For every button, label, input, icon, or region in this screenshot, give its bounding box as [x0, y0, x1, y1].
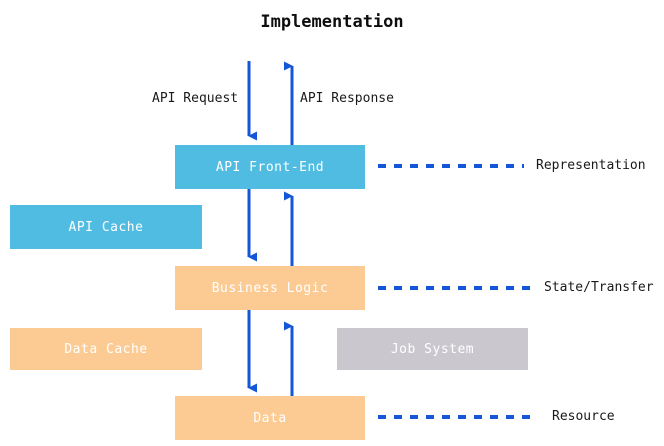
node-business-logic[interactable]: Business Logic: [175, 266, 365, 310]
side-label-state-transfer: State/Transfer: [544, 280, 654, 295]
arrow-label-api-request: API Request: [152, 91, 239, 106]
node-api-front-end[interactable]: API Front-End: [175, 145, 365, 189]
arrow-label-api-response: API Response: [300, 91, 394, 106]
node-api-cache[interactable]: API Cache: [10, 205, 202, 249]
node-data[interactable]: Data: [175, 396, 365, 440]
side-label-resource: Resource: [552, 409, 615, 424]
node-job-system[interactable]: Job System: [337, 328, 528, 370]
node-data-cache[interactable]: Data Cache: [10, 328, 202, 370]
side-label-representation: Representation: [536, 158, 646, 173]
page-title: Implementation: [260, 12, 404, 32]
